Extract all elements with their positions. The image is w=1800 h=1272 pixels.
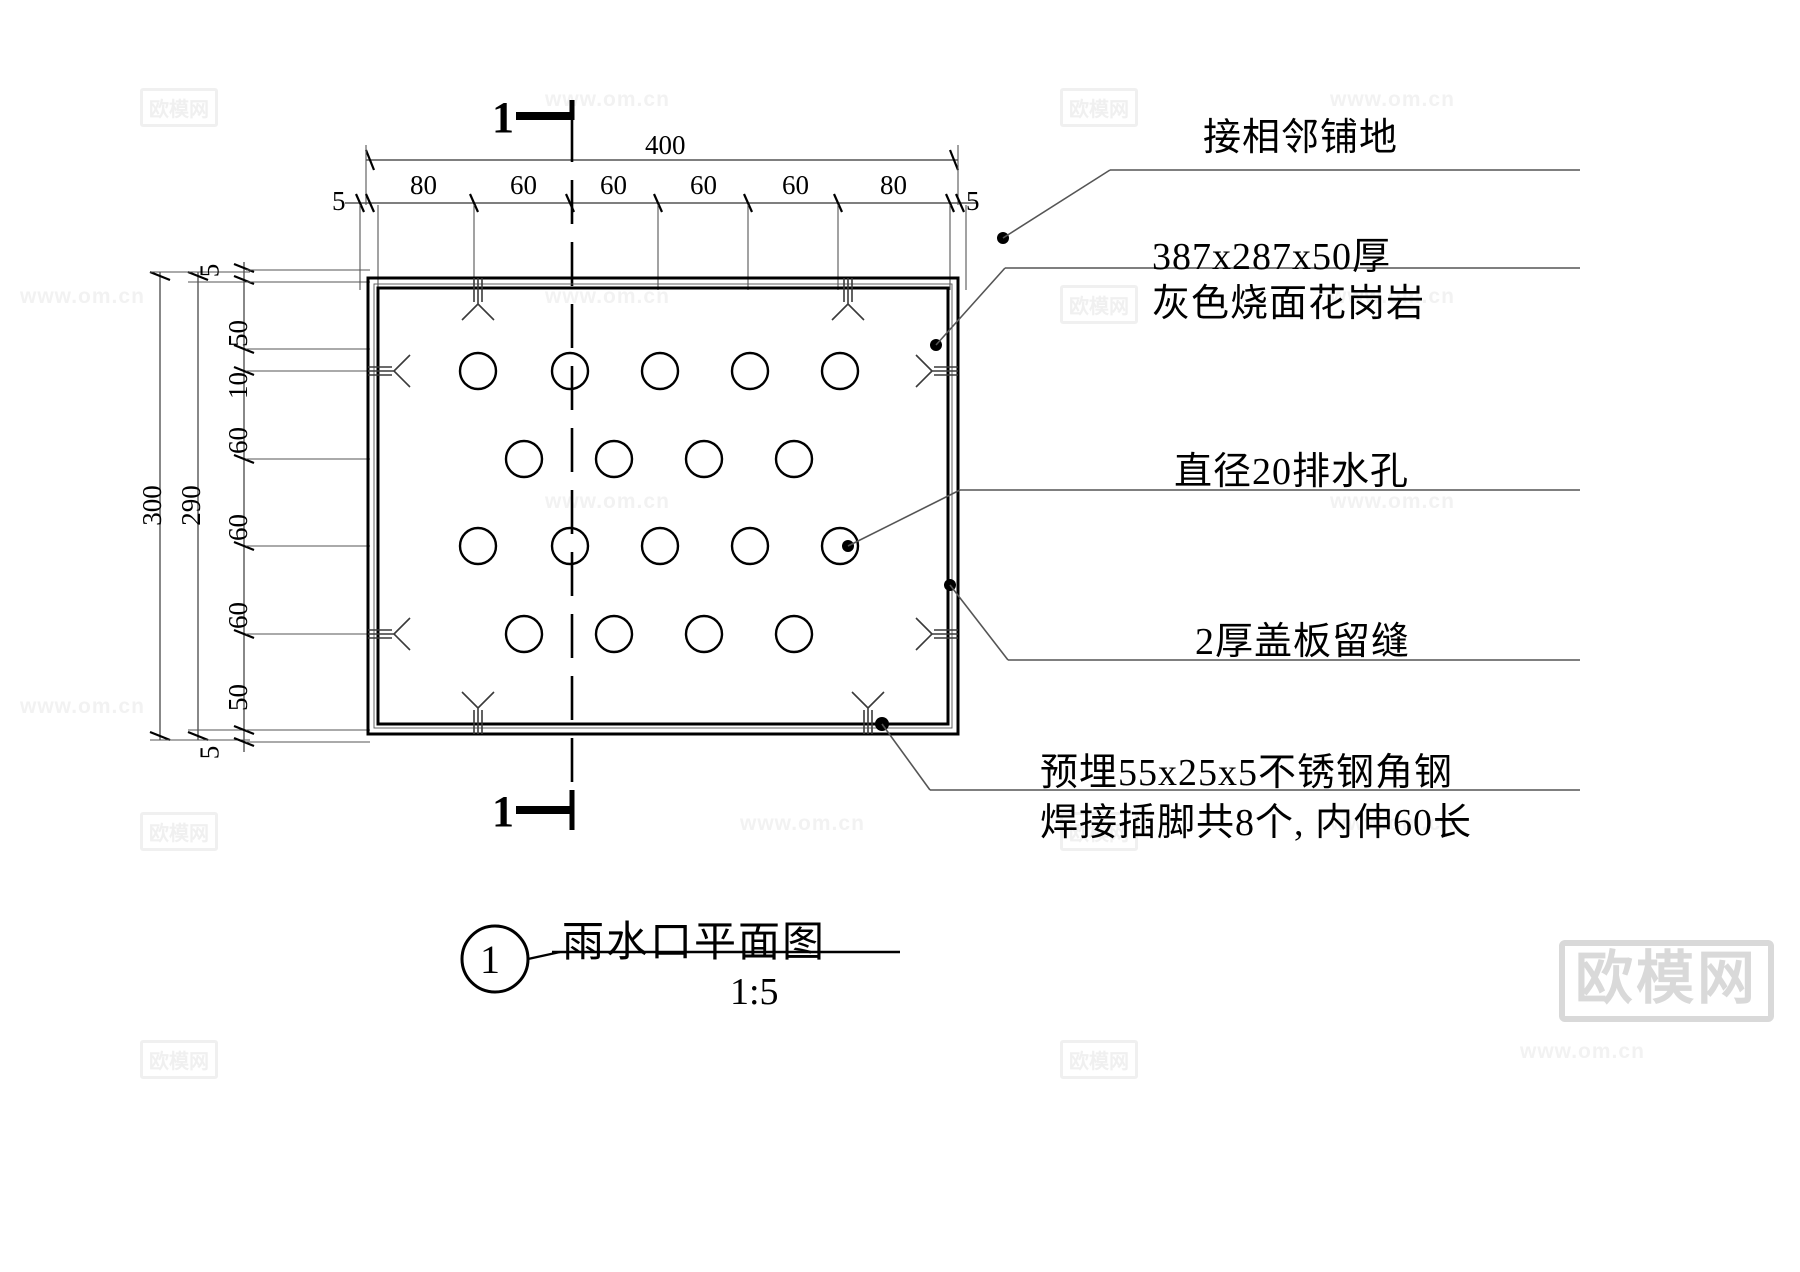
dim-left-chain-5: 60 bbox=[223, 602, 253, 629]
leader-granite-slab bbox=[930, 267, 1580, 351]
leader-cover-joint bbox=[944, 579, 1580, 661]
title-bubble-label: 1 bbox=[480, 937, 500, 982]
annotation-granite-slab-line2: 灰色烧面花岗岩 bbox=[1152, 283, 1426, 325]
dim-top-chain-3: 60 bbox=[600, 170, 627, 200]
dim-top-chain-2: 60 bbox=[510, 170, 537, 200]
leader-adjacent-paving bbox=[997, 169, 1580, 244]
dim-top-chain-5: 60 bbox=[782, 170, 809, 200]
left-overall-dimension bbox=[149, 270, 250, 742]
section-cut-line bbox=[516, 100, 575, 830]
dim-left-chain-1: 50 bbox=[223, 320, 253, 347]
dim-left-bottom-edge: 5 bbox=[194, 745, 225, 760]
dim-top-chain-4: 60 bbox=[690, 170, 717, 200]
top-chain-dimension bbox=[345, 193, 978, 290]
dim-top-right-edge: 5 bbox=[966, 186, 980, 216]
dim-left-chain-2: 10 bbox=[223, 372, 253, 399]
annotation-granite-slab-line1: 387x287x50厚 bbox=[1152, 236, 1392, 278]
anchor-leg-group bbox=[367, 277, 959, 735]
section-mark-bottom: 1 bbox=[492, 787, 514, 836]
left-chain-dimension bbox=[233, 262, 370, 752]
annotation-angle-steel-line2: 焊接插脚共8个, 内伸60长 bbox=[1040, 802, 1473, 844]
dim-left-chain-3: 60 bbox=[223, 427, 253, 454]
brand-logo: 欧模网 bbox=[1558, 940, 1774, 1022]
drain-frame-outline bbox=[366, 276, 960, 736]
title-bubble bbox=[460, 924, 900, 994]
dim-left-top-edge: 5 bbox=[194, 263, 225, 278]
section-mark-top: 1 bbox=[492, 93, 514, 142]
dim-left-chain-4: 60 bbox=[223, 514, 253, 541]
annotation-adjacent-paving: 接相邻铺地 bbox=[1203, 117, 1399, 159]
dim-left-inner: 290 bbox=[175, 485, 206, 526]
dim-top-overall: 400 bbox=[645, 130, 686, 160]
annotation-drain-hole: 直径20排水孔 bbox=[1174, 451, 1410, 493]
dim-top-chain-6: 80 bbox=[880, 170, 907, 200]
leader-embedded-angle-steel bbox=[875, 717, 1580, 791]
dim-top-left-edge: 5 bbox=[332, 186, 346, 216]
annotation-cover-joint: 2厚盖板留缝 bbox=[1195, 621, 1411, 663]
dim-top-chain-1: 80 bbox=[410, 170, 437, 200]
drain-hole-group bbox=[458, 351, 860, 654]
leader-drain-hole bbox=[842, 489, 1580, 552]
annotation-angle-steel-line1: 预埋55x25x5不锈钢角钢 bbox=[1040, 752, 1454, 794]
drawing-title: 雨水口平面图 bbox=[562, 920, 827, 966]
dim-left-overall: 300 bbox=[136, 485, 167, 526]
drawing-scale: 1:5 bbox=[730, 971, 779, 1013]
dim-left-chain-6: 50 bbox=[223, 684, 253, 711]
